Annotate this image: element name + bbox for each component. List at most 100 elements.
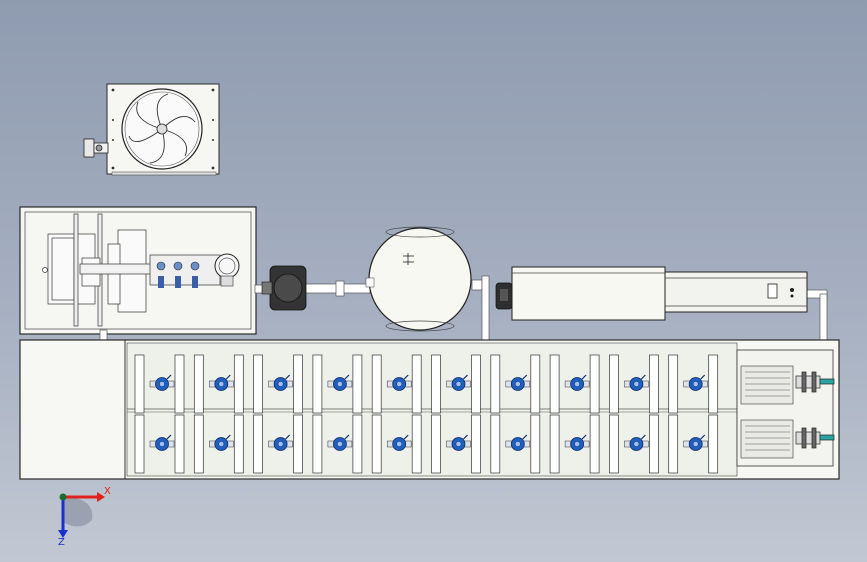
valve-core [455,441,462,447]
valve-core [396,381,403,387]
rack-post [411,354,422,414]
main-rack-frame[interactable] [19,339,840,480]
valve-handle [285,374,291,380]
compressor-cabinet[interactable] [19,206,257,335]
valve-core [633,381,640,387]
condenser-fan-unit[interactable] [83,83,220,176]
rack-post [193,414,204,474]
valve-core [277,381,284,387]
rack-post [549,354,560,414]
valve-core [159,441,165,447]
manifold-valves [149,253,240,288]
rack-post [471,414,481,474]
valve-core [574,441,580,447]
valve-core [159,381,165,387]
valve-core [514,381,521,387]
rack-post [530,354,541,414]
valve-handle [640,434,646,440]
valve-handle [581,434,587,440]
fitting-icon [403,253,414,265]
rack-post [708,414,719,474]
rack-post [352,354,363,414]
rack-post [609,414,619,474]
valve-core [337,441,343,447]
rack-post [589,354,600,414]
valve-core [514,441,521,447]
rack-post [233,414,244,474]
rack-post [352,414,363,474]
fan-motor-fitting [83,138,109,158]
rack-post [471,354,481,414]
axis-x-label: X [104,486,111,497]
filter-drier [261,265,307,311]
valve-core [455,381,462,387]
rack-post [312,414,323,474]
rack-post [649,354,659,414]
rack-post [371,414,382,474]
valve-core [337,381,343,387]
rack-post [174,354,185,414]
valve-core [574,381,580,387]
rack-post [411,414,422,474]
valve-handle [522,374,528,380]
rack-post [708,354,719,414]
valve-handle [463,374,468,380]
rack-post [174,414,185,474]
valve-icon [156,261,200,288]
valve-handle [403,374,409,380]
axis-z-label: Z [58,537,65,548]
rack-post [233,354,244,414]
rack-post [312,354,323,414]
rack-post [134,354,145,414]
rack-post [609,354,619,414]
valve-core [218,441,225,447]
pump-outlet-fittings [795,371,835,449]
valve-core [633,441,640,447]
rack-post [431,414,441,474]
valve-handle [344,434,350,440]
valve-core [692,381,699,387]
valve-handle [581,374,587,380]
rack-post [649,414,659,474]
rack-post [253,354,263,414]
evaporator-unit [495,266,808,321]
receiver-tank [365,226,472,332]
rack-columns [134,354,719,474]
rack-post [668,354,679,414]
valve-handle [344,374,350,380]
valve-core [692,441,699,447]
valve-handle [285,434,291,440]
rack-post [193,354,204,414]
fan-icon [121,88,203,170]
rack-post [668,414,679,474]
valve-handle [463,434,468,440]
mount-holes [111,88,215,170]
valve-handle [225,374,231,380]
rack-post [490,414,501,474]
coordinate-triad: X Z [58,486,111,548]
valve-handle [166,374,172,380]
rack-post [293,354,303,414]
valve-handle [403,434,409,440]
valve-handle [700,434,706,440]
rack-post [549,414,560,474]
rack-post [431,354,441,414]
valve-core [396,441,403,447]
rack-post [530,414,541,474]
valve-handle [700,374,706,380]
valve-handle [225,434,231,440]
rack-post [589,414,600,474]
valve-core [277,441,284,447]
valve-core [218,381,225,387]
rack-post [293,414,303,474]
rack-post [253,414,263,474]
valve-handle [640,374,646,380]
inlet-valve [495,282,513,310]
pump-assembly [736,349,835,467]
rack-post [134,414,145,474]
valve-handle [166,434,172,440]
rack-post [371,354,382,414]
rack-post [490,354,501,414]
